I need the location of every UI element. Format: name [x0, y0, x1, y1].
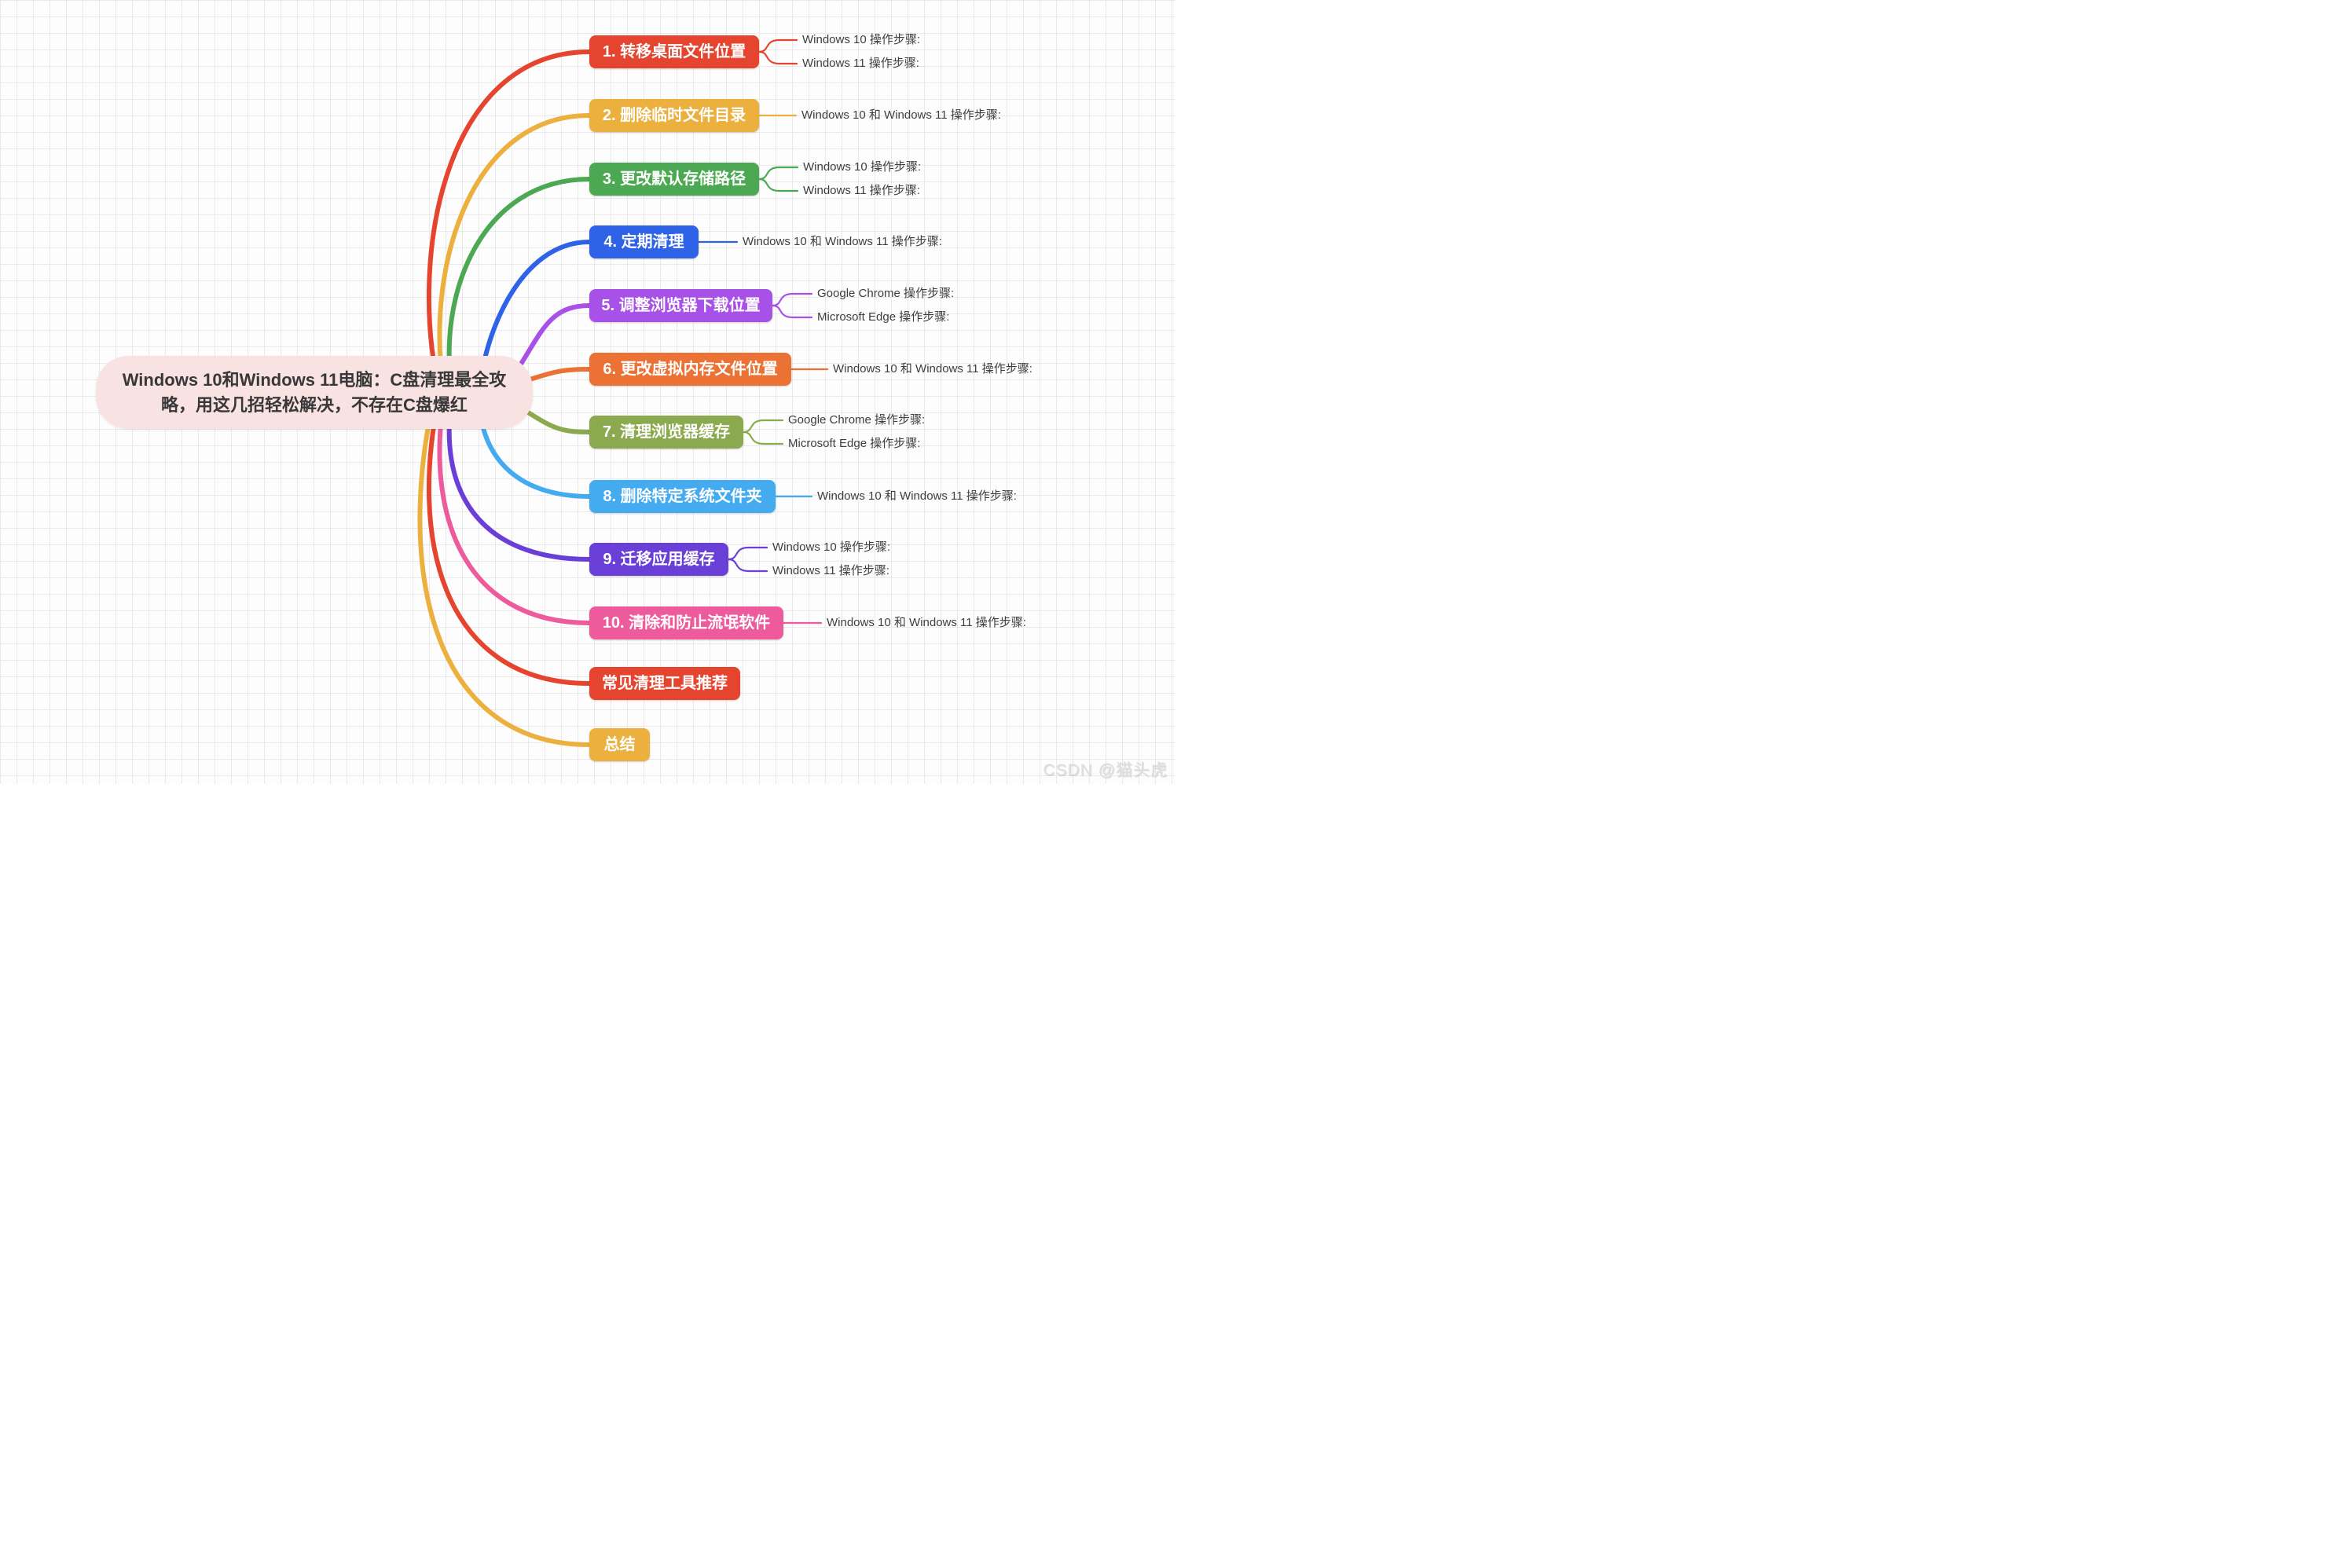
mindmap-canvas: Windows 10和Windows 11电脑：C盘清理最全攻略，用这几招轻松解…: [0, 0, 1176, 784]
child-topic[interactable]: Microsoft Edge 操作步骤:: [817, 310, 950, 324]
branch-node-5[interactable]: 5. 调整浏览器下载位置: [589, 289, 772, 322]
branch-node-11[interactable]: 常见清理工具推荐: [589, 667, 740, 700]
child-topic[interactable]: Windows 10 操作步骤:: [772, 540, 891, 554]
central-topic[interactable]: Windows 10和Windows 11电脑：C盘清理最全攻略，用这几招轻松解…: [96, 356, 533, 429]
branch-node-2[interactable]: 2. 删除临时文件目录: [589, 99, 759, 132]
child-topic[interactable]: Windows 10 和 Windows 11 操作步骤:: [833, 362, 1032, 376]
branch-node-6[interactable]: 6. 更改虚拟内存文件位置: [589, 353, 791, 386]
child-connector: [742, 419, 784, 434]
child-connector: [757, 166, 799, 181]
branch-curve: [446, 390, 592, 562]
branch-node-8[interactable]: 8. 删除特定系统文件夹: [589, 480, 776, 513]
child-connector: [727, 546, 768, 561]
child-topic[interactable]: Windows 10 操作步骤:: [802, 33, 921, 46]
child-connector: [727, 558, 768, 573]
csdn-watermark: CSDN @猫头虎: [1043, 761, 1168, 779]
child-topic[interactable]: Windows 10 和 Windows 11 操作步骤:: [827, 616, 1026, 629]
child-topic[interactable]: Windows 11 操作步骤:: [803, 184, 920, 197]
branch-node-10[interactable]: 10. 清除和防止流氓软件: [589, 606, 783, 639]
branch-curve: [417, 390, 592, 747]
branch-curve: [446, 177, 592, 395]
branch-curve: [437, 113, 592, 395]
branch-curve: [427, 390, 592, 686]
child-topic[interactable]: Windows 10 和 Windows 11 操作步骤:: [817, 489, 1017, 503]
branch-curve: [437, 390, 592, 625]
child-topic[interactable]: Windows 10 和 Windows 11 操作步骤:: [743, 235, 942, 248]
child-topic[interactable]: Windows 11 操作步骤:: [802, 57, 919, 70]
branch-node-7[interactable]: 7. 清理浏览器缓存: [589, 416, 743, 449]
child-connector: [771, 292, 813, 307]
child-topic[interactable]: Microsoft Edge 操作步骤:: [788, 437, 921, 450]
child-topic[interactable]: Windows 11 操作步骤:: [772, 564, 889, 577]
child-topic[interactable]: Windows 10 操作步骤:: [803, 160, 922, 174]
branch-node-3[interactable]: 3. 更改默认存储路径: [589, 163, 759, 196]
child-connector: [757, 50, 798, 65]
branch-curve: [426, 49, 592, 395]
child-topic[interactable]: Google Chrome 操作步骤:: [788, 413, 926, 427]
child-connector: [742, 430, 784, 445]
branch-node-1[interactable]: 1. 转移桌面文件位置: [589, 35, 759, 68]
branch-node-12[interactable]: 总结: [589, 728, 650, 761]
child-topic[interactable]: Google Chrome 操作步骤:: [817, 287, 955, 300]
branch-node-9[interactable]: 9. 迁移应用缓存: [589, 543, 728, 576]
child-connector: [757, 38, 798, 53]
child-connector: [771, 304, 813, 319]
branch-node-4[interactable]: 4. 定期清理: [589, 225, 699, 258]
child-connector: [757, 178, 799, 192]
child-topic[interactable]: Windows 10 和 Windows 11 操作步骤:: [801, 108, 1001, 122]
